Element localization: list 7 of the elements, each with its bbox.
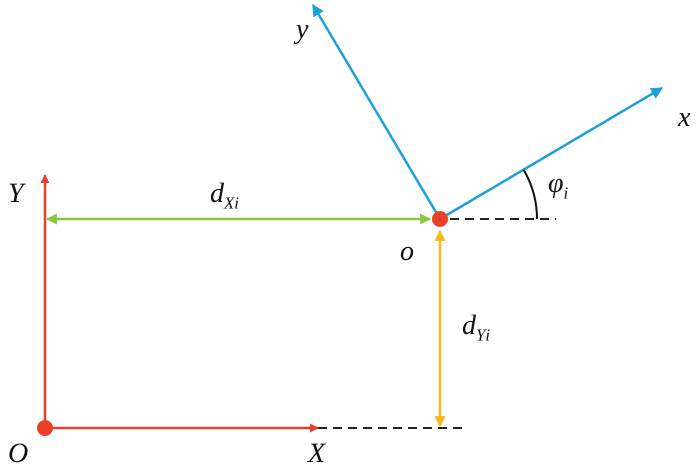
axis-label: X <box>308 440 326 467</box>
axis-label: y <box>296 16 308 44</box>
axis-label: O <box>8 440 28 467</box>
axis-label: x <box>678 104 690 132</box>
axis-label: o <box>400 238 414 266</box>
axis-label: Y <box>8 180 24 208</box>
axis-label: φ$_{i}$ <box>548 170 568 202</box>
